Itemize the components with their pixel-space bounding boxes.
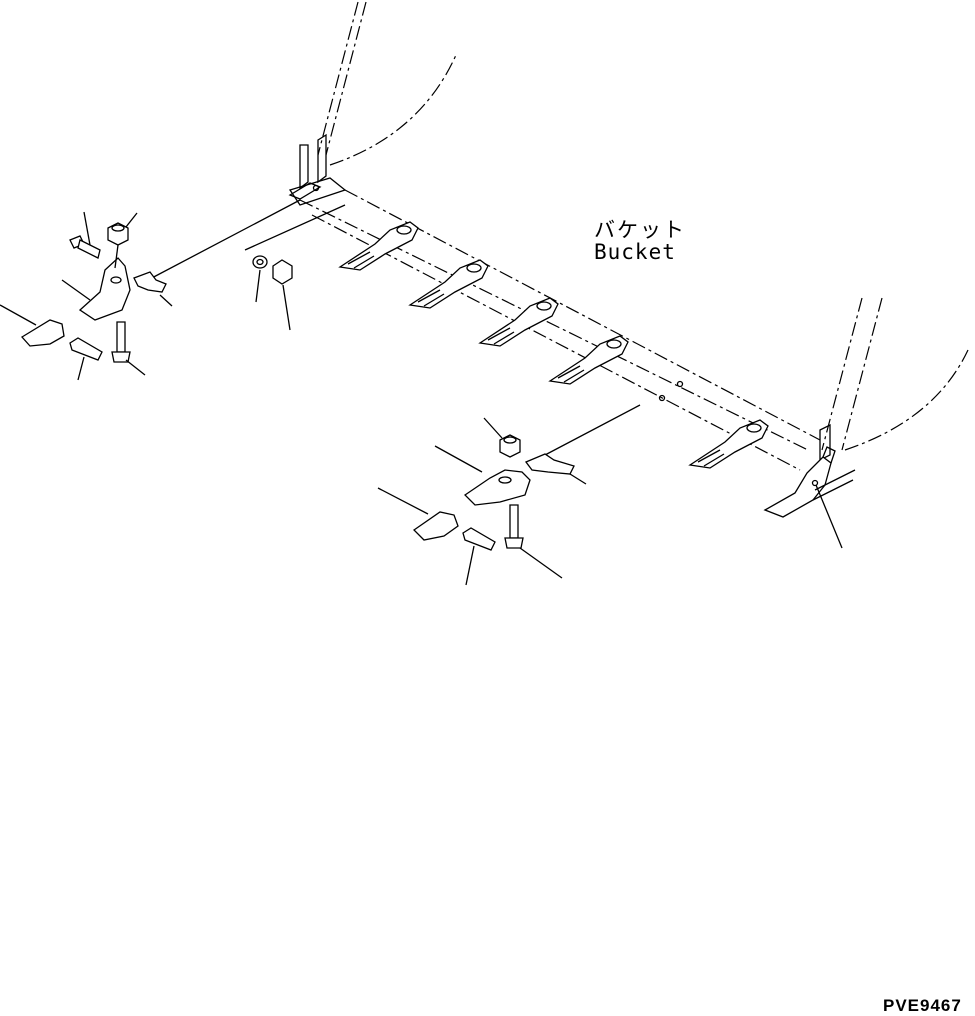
left-exploded-parts <box>0 199 346 381</box>
bucket-label-japanese: バケット <box>594 218 686 242</box>
right-exploded-parts <box>377 404 641 586</box>
right-corner-leader <box>815 484 843 549</box>
bucket-left-side-plate <box>288 1 457 206</box>
bucket-corner-tooth-left <box>288 182 322 200</box>
bucket-tooth-3 <box>478 297 559 347</box>
bucket-right-side-plate <box>819 297 969 462</box>
bucket-label-english: Bucket <box>594 240 676 264</box>
bucket-tooth-5 <box>688 419 769 469</box>
bucket-corner-tooth-right <box>763 446 856 518</box>
bucket-tooth-1 <box>338 221 419 271</box>
bucket-tooth-4 <box>548 335 629 385</box>
bucket-tooth-2 <box>408 259 489 309</box>
figure-code: PVE9467 <box>883 996 962 1015</box>
